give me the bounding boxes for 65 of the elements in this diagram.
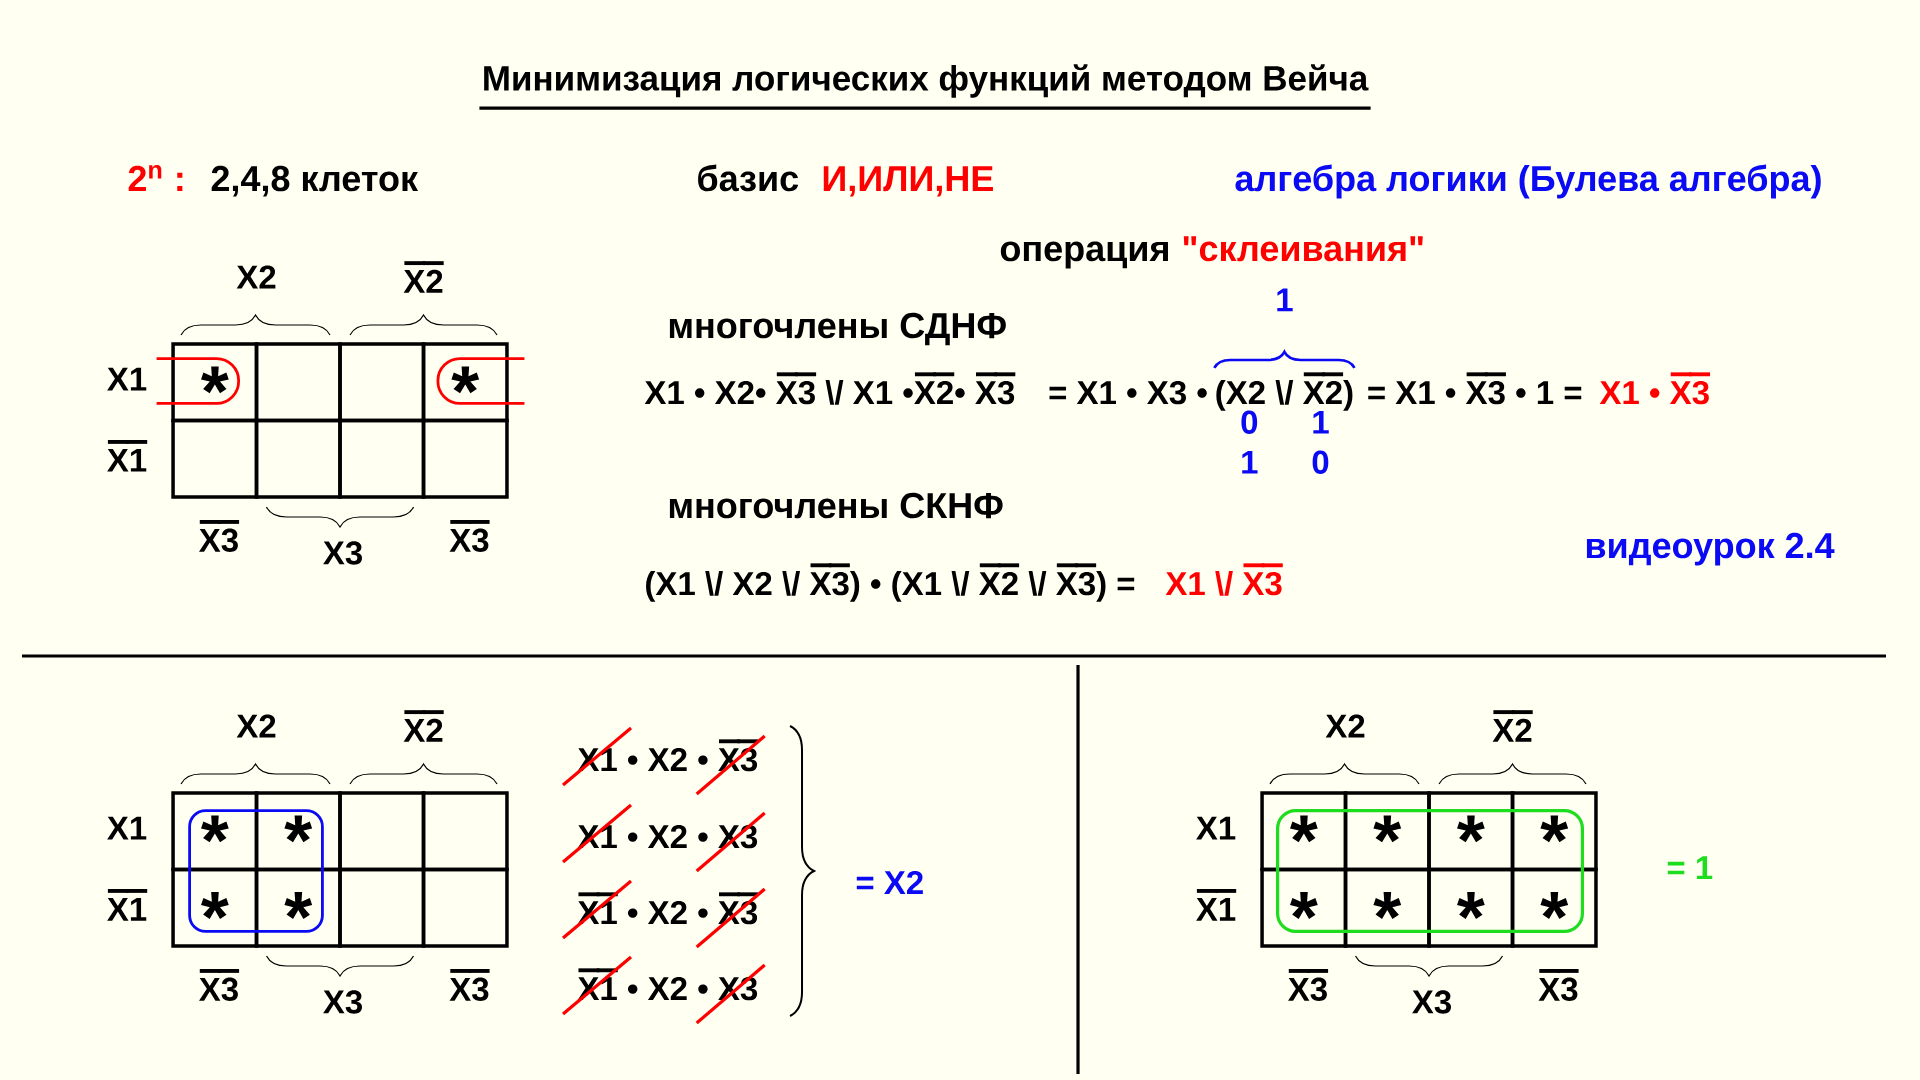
variable-label: X2 — [236, 714, 276, 738]
variable-label: X̅3̅ — [1288, 969, 1329, 1001]
text-label: видеоурок 2.4 — [1586, 532, 1835, 566]
map-cell: * — [1427, 791, 1515, 872]
variable-label: X2 — [1325, 714, 1365, 738]
variable-label: X1 — [1196, 816, 1236, 840]
map-cell — [421, 418, 509, 499]
grouping-loop — [188, 809, 324, 933]
variable-label: X̅1̅ — [107, 889, 148, 921]
digit-label: 1 — [1277, 288, 1293, 312]
map-cell: * — [421, 342, 509, 423]
formula: = 1 — [1667, 856, 1713, 879]
text-label: алгебра логики (Булева алгебра) — [1235, 164, 1821, 199]
variable-label: X̅2̅ — [403, 261, 444, 293]
variable-label: X2 — [236, 265, 276, 289]
formula: X1 \/ X̅3̅ — [1165, 563, 1283, 596]
map-cell: * — [171, 867, 259, 948]
map-cell: * — [1510, 791, 1598, 872]
text-label: "склеивания" — [1183, 236, 1423, 262]
variable-label: X̅3̅ — [449, 520, 490, 552]
map-cell: * — [1510, 867, 1598, 948]
variable-label: X̅1̅ — [1196, 889, 1237, 921]
variable-label: X3 — [323, 990, 362, 1014]
grouping-loop — [156, 357, 525, 405]
map-cell: * — [254, 791, 342, 872]
map-cell: * — [1260, 867, 1348, 948]
text-label: 2$^{n}$ : — [128, 164, 183, 191]
map-cell: * — [254, 867, 342, 948]
variable-label: X3 — [1412, 990, 1451, 1014]
map-cell: * — [1343, 867, 1431, 948]
digit-label: 0 — [1312, 450, 1329, 474]
title: Минимизация логических функций методом Вейча — [479, 64, 1371, 110]
variable-label: X̅2̅ — [1492, 710, 1533, 742]
map-cell: * — [171, 342, 259, 423]
digit-label: 1 — [1313, 410, 1329, 434]
formula: = X2 — [856, 870, 923, 894]
formula: = X1 • X̅3̅ • 1 = — [1368, 372, 1582, 405]
variable-label: X̅3̅ — [1538, 969, 1579, 1001]
variable-label: X3 — [323, 541, 362, 565]
text-label: 2,4,8 клеток — [211, 165, 419, 197]
variable-label: X̅3̅ — [449, 969, 490, 1001]
variable-label: X̅3̅ — [199, 520, 240, 552]
text-label: многочлены СДНФ — [669, 312, 1006, 346]
formula: = X1 • X3 • — [1049, 380, 1207, 405]
variable-label: X̅1̅ — [107, 439, 148, 472]
map-cell: * — [1260, 791, 1348, 872]
map-cell: * — [171, 791, 259, 872]
formula: X1 • X2• X̅3̅ \/ X1 •X̅2̅• X̅3̅ — [644, 372, 1016, 405]
map-cell: * — [1427, 867, 1515, 948]
formula: (X2 \/ X̅2̅) — [1216, 372, 1353, 411]
digit-label: 1 — [1242, 450, 1258, 474]
map-cell — [421, 867, 509, 948]
variable-label: X1 — [107, 816, 147, 840]
variable-label: X1 — [107, 367, 147, 391]
formula: X1 • X̅3̅ — [1599, 372, 1711, 405]
text-label: многочлены СКНФ — [669, 492, 1003, 519]
variable-label: X̅3̅ — [199, 969, 240, 1001]
text-label: базис — [698, 164, 799, 192]
text-label: операция — [1000, 241, 1168, 269]
map-cell: * — [1343, 791, 1431, 872]
digit-label: 0 — [1241, 410, 1258, 434]
variable-label: X̅2̅ — [403, 710, 444, 742]
grouping-loop — [1276, 809, 1584, 933]
text-label: И,ИЛИ,НЕ — [823, 166, 993, 197]
formula: (X1 \/ X2 \/ X̅3̅) • (X1 \/ X̅2̅ \/ X̅3̅) = — [646, 563, 1135, 602]
